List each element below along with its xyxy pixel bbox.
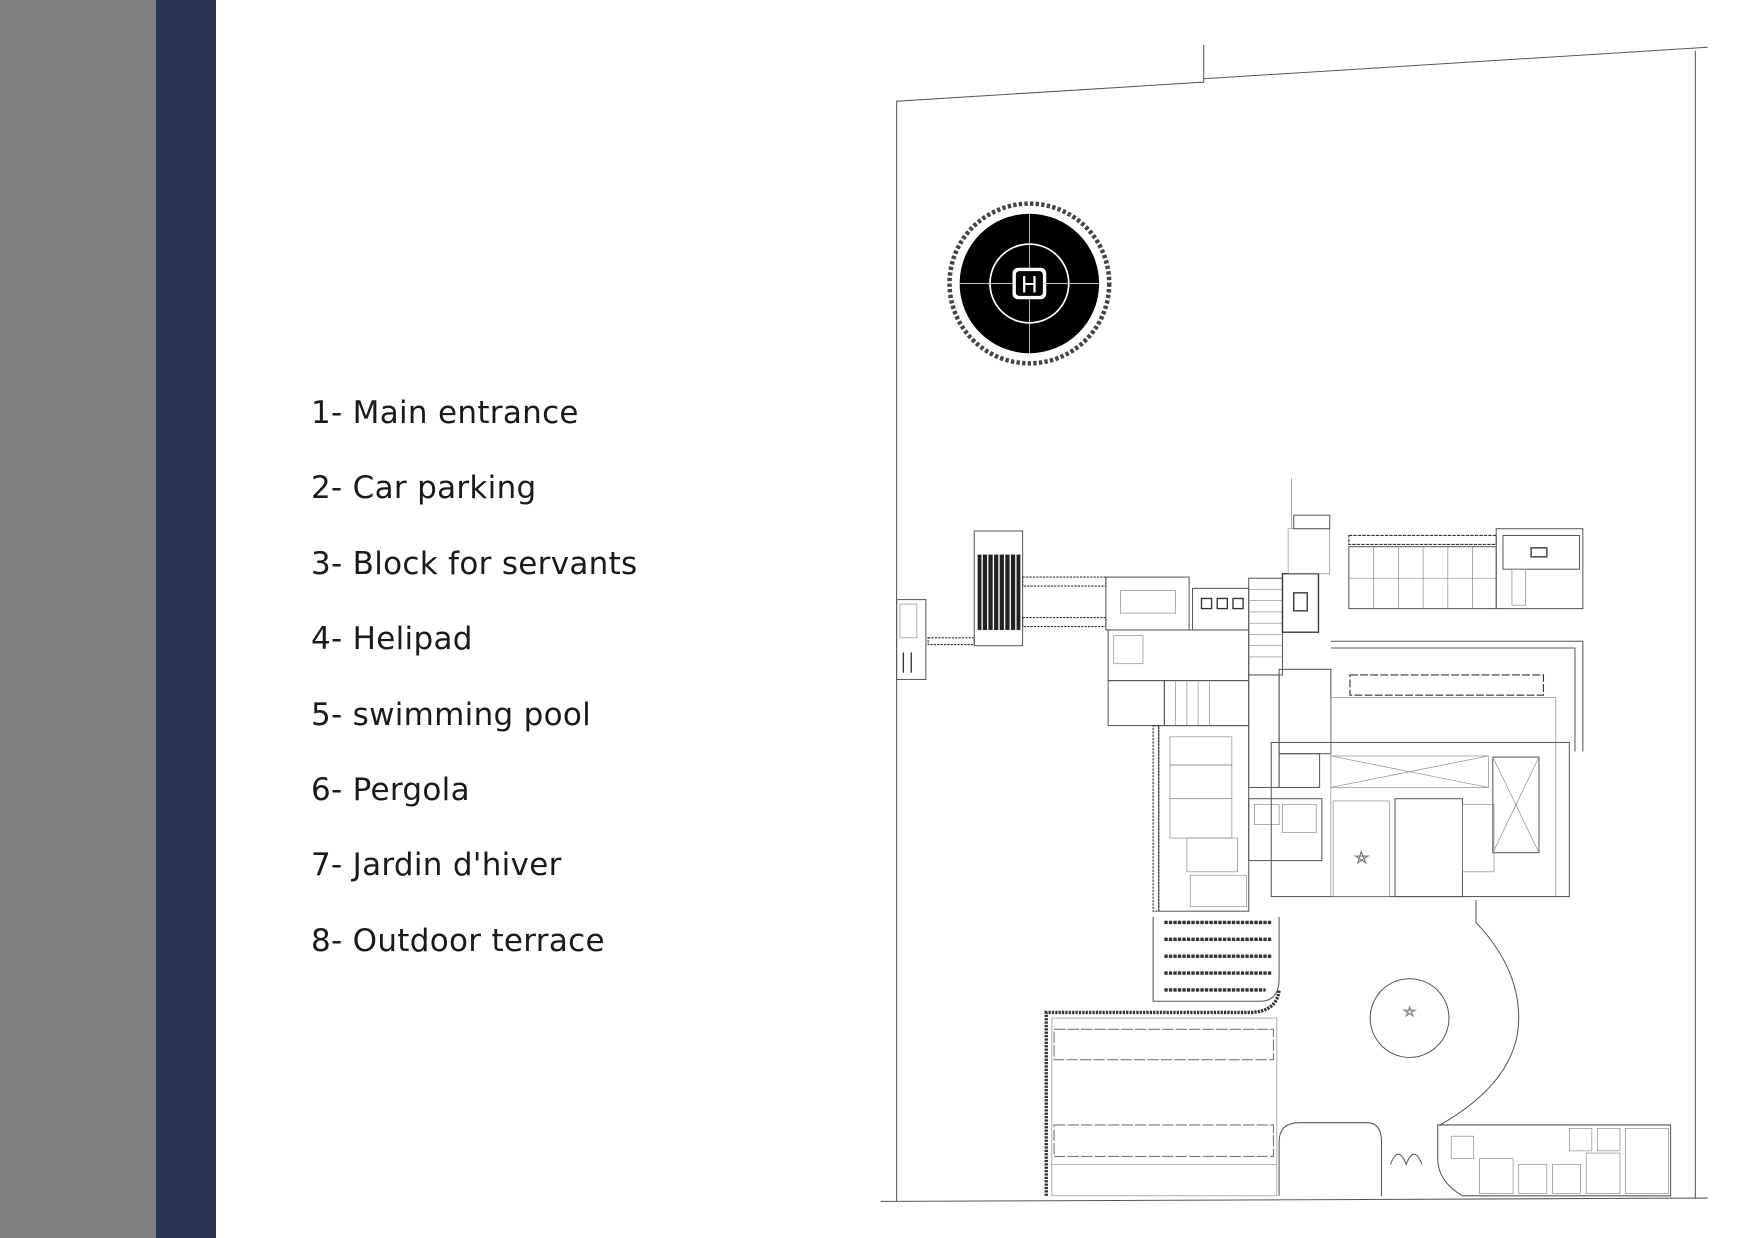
helipad: H [947, 201, 1112, 366]
main-building [1105, 478, 1332, 912]
legend-item-servants-block: 3- Block for servants [311, 545, 638, 582]
helipad-h-mark: H [1021, 272, 1038, 298]
legend-item-helipad: 4- Helipad [311, 621, 473, 658]
site-plan-legend: 1- Main entrance 2- Car parking 3- Block… [311, 393, 638, 996]
outdoor-terrace [1270, 640, 1584, 898]
service-building [1437, 1124, 1672, 1197]
pathway [927, 637, 975, 646]
walkway [1022, 576, 1107, 587]
gray-side-band [0, 0, 156, 1238]
legend-item-swimming-pool: 5- swimming pool [311, 696, 592, 733]
legend-item-pergola: 6- Pergola [311, 771, 470, 808]
pergola [973, 530, 1024, 647]
navy-side-band [156, 0, 216, 1238]
driveway [1278, 899, 1520, 1196]
walkway [1022, 617, 1107, 628]
legend-item-car-parking: 2- Car parking [311, 470, 537, 507]
swimming-pool [1348, 528, 1584, 610]
legend-item-main-entrance: 1- Main entrance [311, 395, 579, 431]
servants-block [896, 599, 927, 680]
car-parking [1044, 916, 1281, 1197]
legend-item-outdoor-terrace: 8- Outdoor terrace [311, 922, 605, 959]
legend-item-jardin-hiver: 7- Jardin d'hiver [311, 847, 562, 884]
